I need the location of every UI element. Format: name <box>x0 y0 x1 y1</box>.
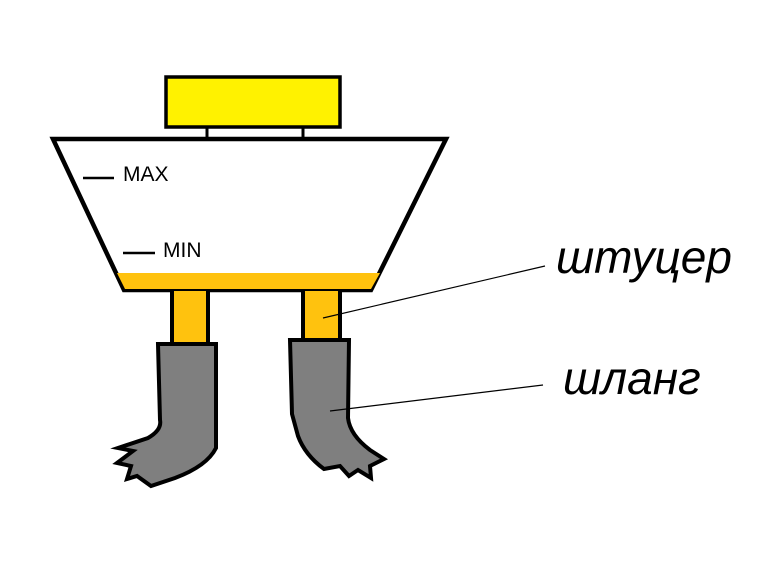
hose-right <box>287 338 389 482</box>
reservoir-fluid <box>117 273 380 289</box>
min-level-label: MIN <box>163 239 202 262</box>
fitting-callout-line <box>322 265 546 319</box>
max-level-label: MAX <box>123 163 169 186</box>
hose-callout-line <box>329 384 544 412</box>
fitting-label: штуцер <box>556 231 732 283</box>
fitting-right <box>301 291 342 346</box>
reservoir-cap <box>164 75 342 140</box>
hose-label: шланг <box>563 352 701 404</box>
reservoir-tank <box>49 136 450 293</box>
hose-left <box>110 342 218 489</box>
fitting-left <box>170 291 210 348</box>
